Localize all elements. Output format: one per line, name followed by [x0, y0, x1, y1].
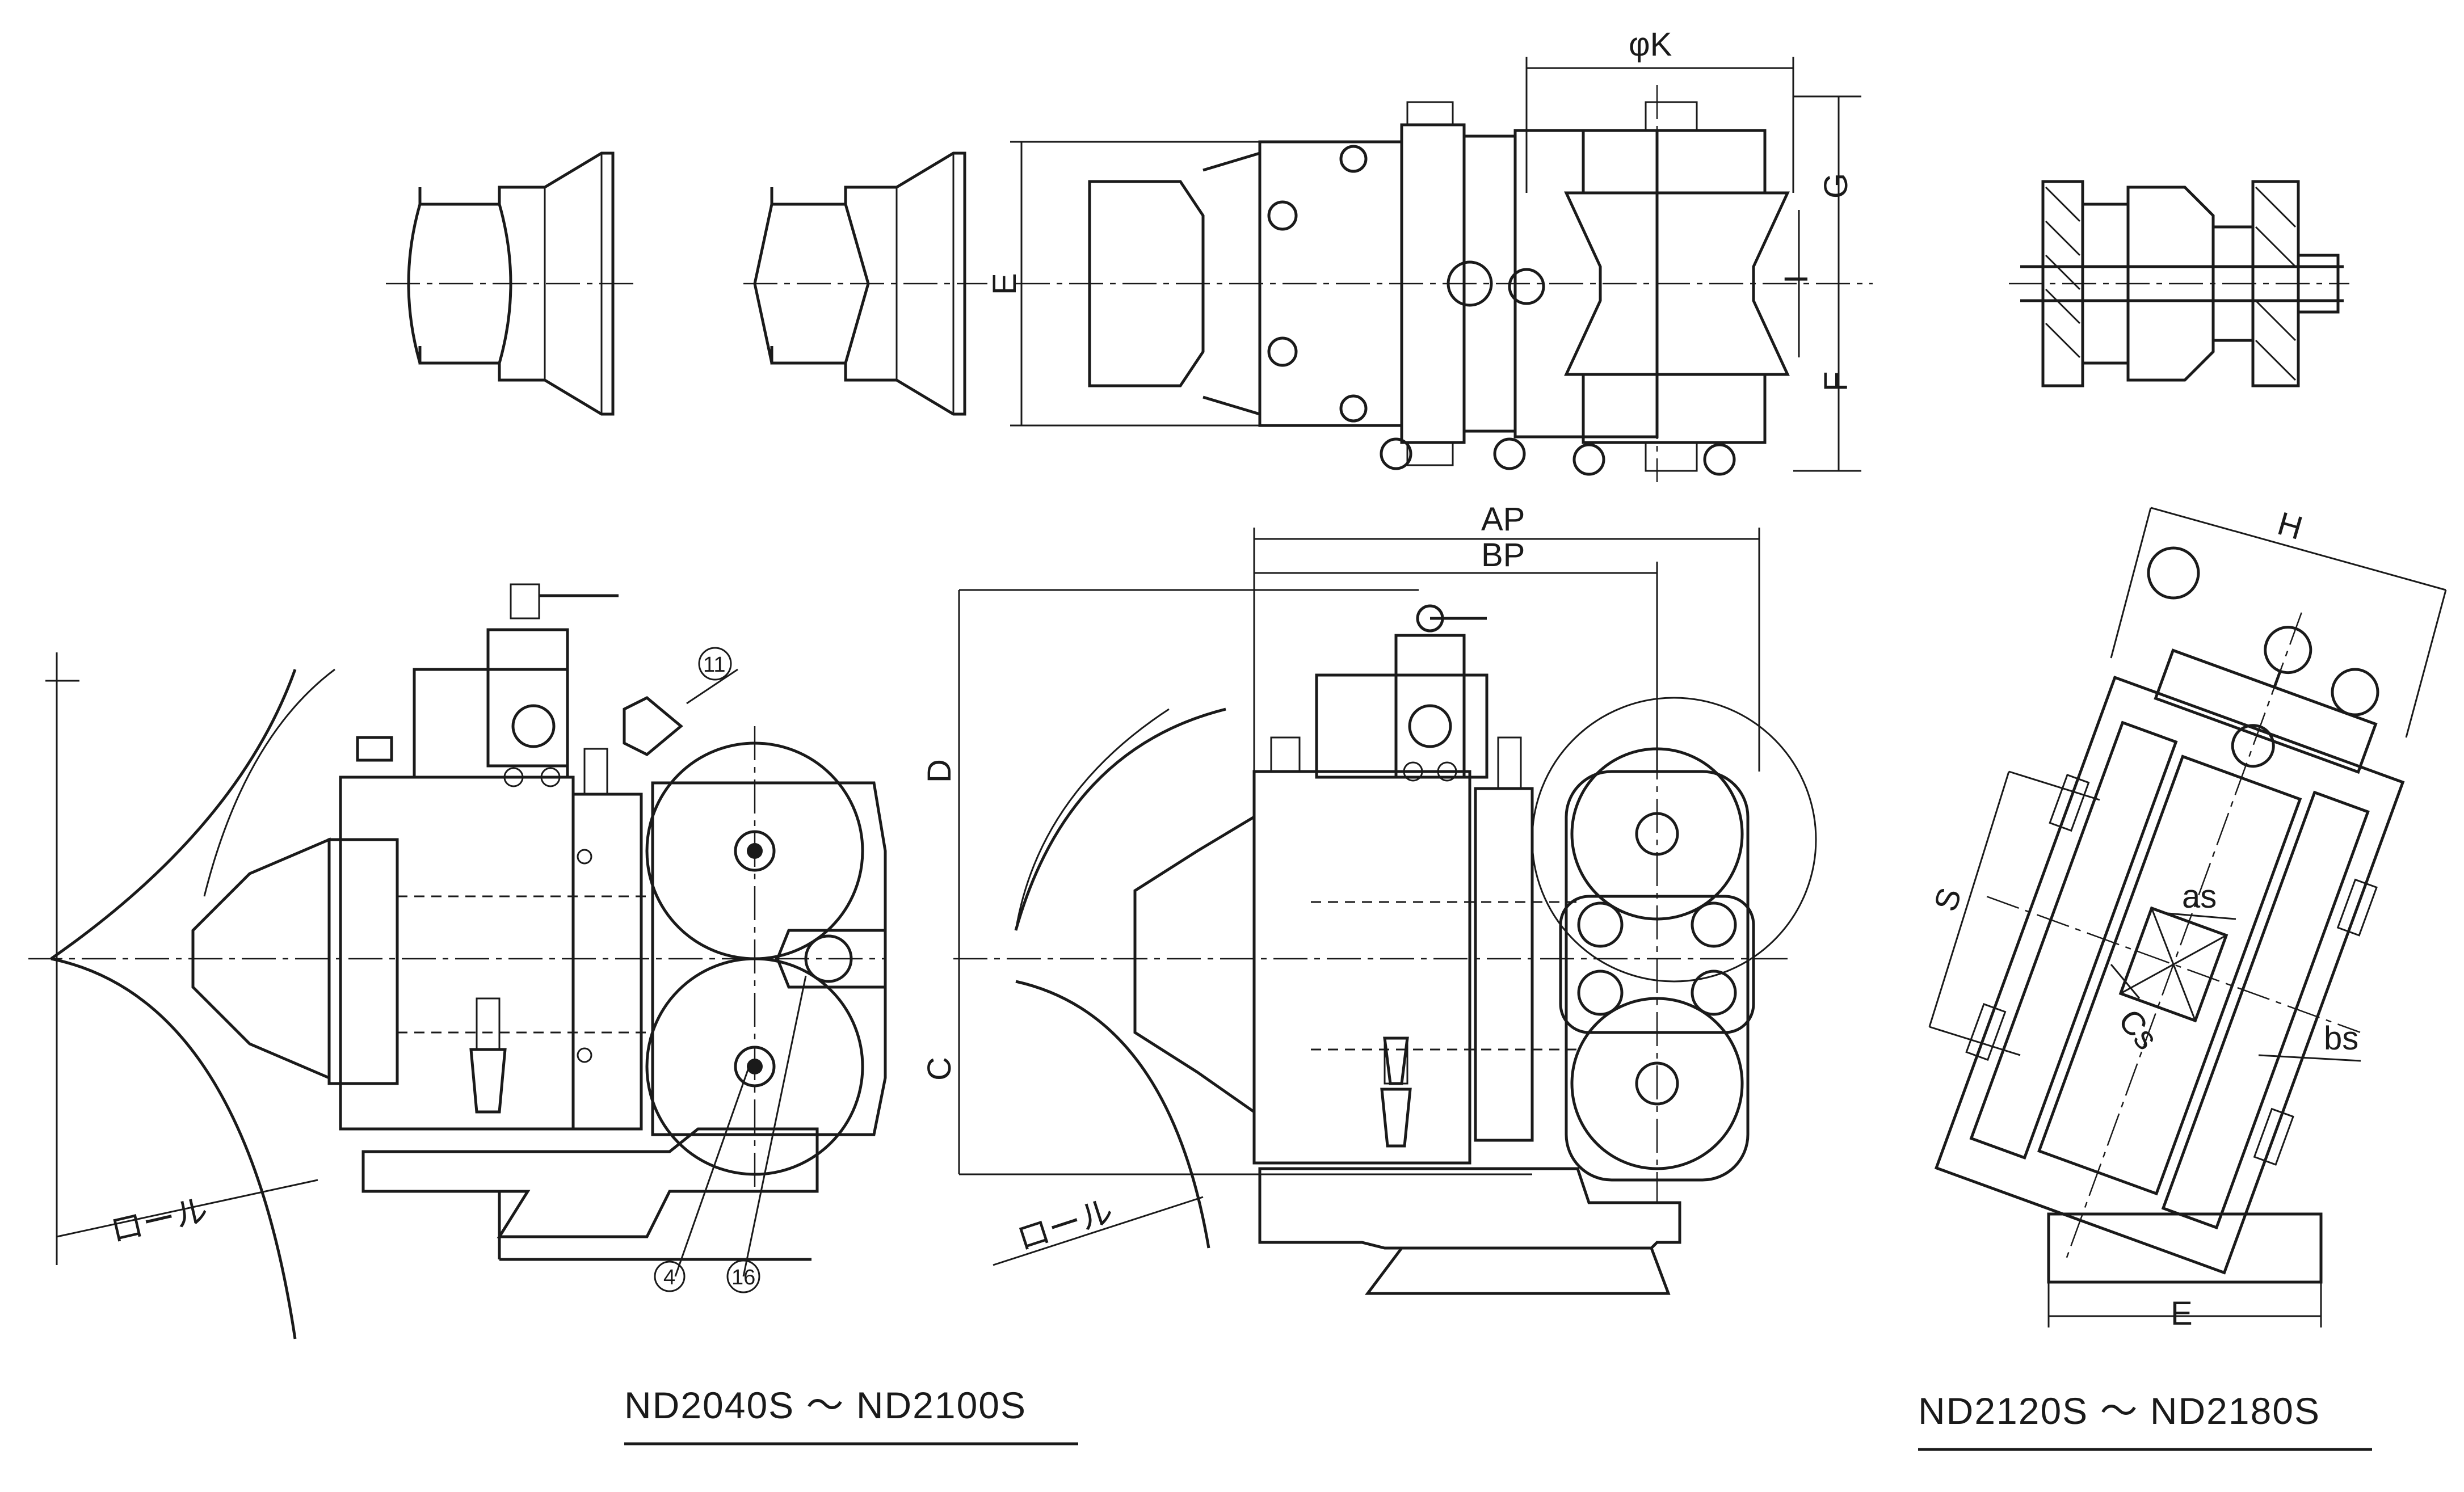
dim-d: D — [921, 759, 958, 783]
side-view-nd2040s — [28, 583, 887, 1339]
dim-phi-k: φK — [1629, 26, 1672, 63]
dim-s: S — [1927, 883, 1969, 916]
shaft-section-view — [2009, 180, 2349, 387]
caption-left-series: ND2040S ～ ND2100S — [624, 1384, 1027, 1426]
side-view-center-unit — [953, 528, 1817, 1295]
roll-label-left: ロール — [107, 1191, 211, 1249]
tilted-end-view — [1928, 507, 2447, 1327]
top-view-dimension-lines — [1010, 57, 1861, 472]
roll-profile-round — [386, 151, 636, 416]
caption-right-series: ND2120S ～ ND2180S — [1918, 1390, 2320, 1432]
dim-c: C — [921, 1057, 958, 1081]
dim-bs: bs — [2324, 1020, 2358, 1057]
dim-bp: BP — [1481, 537, 1525, 574]
svg-text:11: 11 — [703, 653, 725, 677]
part-callout-4: 4 — [654, 1261, 686, 1292]
plan-view-unit — [1016, 85, 1873, 482]
dim-cs: Cs — [2111, 1002, 2165, 1057]
dim-i: I — [1778, 275, 1815, 284]
dim-g: G — [1818, 173, 1855, 199]
roll-profile-v — [743, 151, 987, 416]
dim-f: F — [1818, 372, 1855, 391]
part-callout-11: 11 — [698, 647, 732, 681]
part-callout-16: 16 — [726, 1259, 760, 1293]
dim-e-right: E — [2171, 1295, 2193, 1332]
svg-text:16: 16 — [731, 1266, 755, 1289]
dim-e-top: E — [986, 273, 1023, 295]
svg-text:4: 4 — [663, 1266, 675, 1289]
dim-ap: AP — [1481, 501, 1525, 538]
roll-label-center: ロール — [1012, 1192, 1118, 1258]
dim-h: H — [2273, 505, 2306, 547]
dim-as: as — [2182, 878, 2217, 915]
